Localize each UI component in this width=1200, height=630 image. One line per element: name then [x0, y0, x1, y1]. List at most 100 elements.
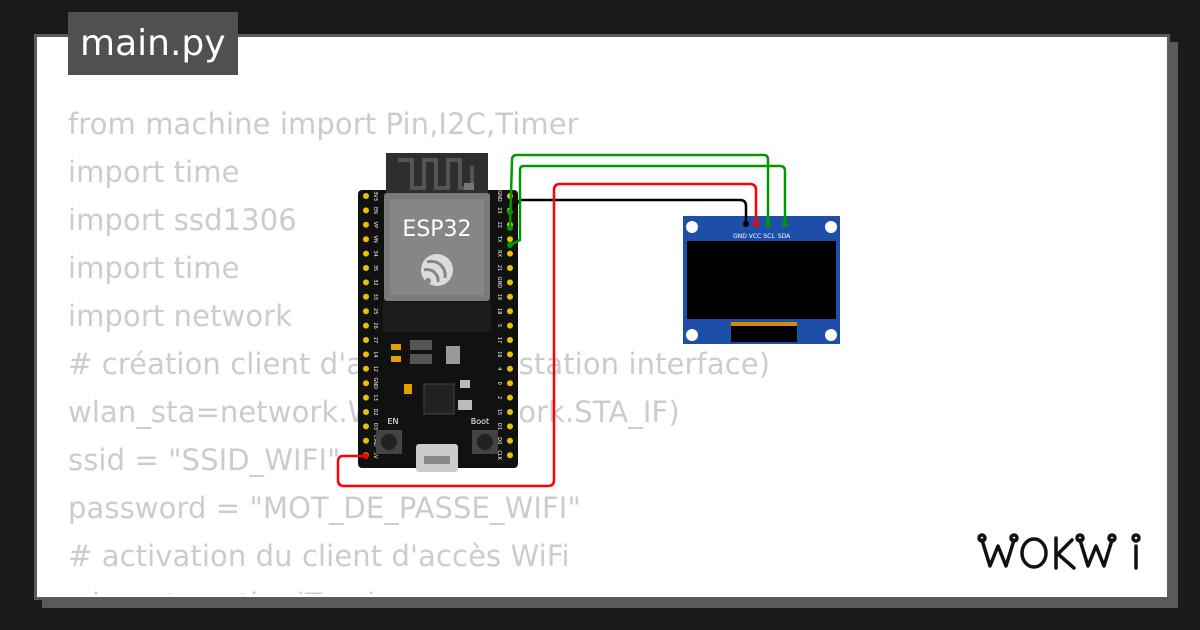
- wire-gnd: [509, 198, 748, 224]
- esp32-pin-label: CMD: [372, 435, 378, 447]
- espressif-logo-icon: [421, 254, 453, 286]
- esp32-pin-label: GND: [496, 190, 502, 202]
- esp32-pin-label: 0: [496, 382, 502, 385]
- esp32-pin-label: 19: [496, 294, 502, 300]
- esp32-pin-label: 27: [372, 337, 378, 343]
- esp32-pin-label: 32: [372, 279, 378, 285]
- esp32-pin[interactable]: [363, 279, 369, 286]
- esp32-pin-label: 15: [496, 409, 502, 415]
- esp32-pin-label: 13: [372, 394, 378, 400]
- esp32-pin-label: D0: [496, 437, 502, 444]
- esp32-pin[interactable]: [363, 265, 369, 271]
- esp32-pin[interactable]: [363, 250, 369, 257]
- esp32-pin[interactable]: [363, 322, 369, 329]
- esp32-pin-label: 5V: [372, 452, 378, 459]
- esp32-pin-label: D1: [496, 423, 502, 430]
- code-line: import time: [68, 251, 240, 285]
- file-tab-main-py[interactable]: main.py: [68, 12, 238, 75]
- esp32-pin-label: 21: [496, 265, 502, 271]
- esp32-pin-label: 23: [496, 207, 502, 213]
- esp32-pin[interactable]: [507, 409, 513, 415]
- esp32-pin[interactable]: [507, 423, 513, 430]
- esp32-pin-label: RX: [496, 250, 502, 257]
- esp32-pin-label: 25: [372, 308, 378, 314]
- esp32-pin-label: 2: [496, 396, 502, 399]
- code-line: wlan_sta.active(True): [68, 580, 770, 594]
- esp32-pin[interactable]: [507, 322, 513, 329]
- esp32-pin-label: 34: [372, 250, 378, 256]
- esp32-pin[interactable]: [363, 380, 369, 387]
- oled-pin-label: VCC: [749, 233, 761, 240]
- en-button-label: EN: [387, 417, 398, 426]
- esp32-pin[interactable]: [507, 293, 513, 300]
- esp32-pin-label: VP: [372, 222, 378, 228]
- esp32-pin-label: VN: [372, 236, 378, 243]
- esp32-pin-label: 5: [496, 324, 502, 327]
- code-line: ssid = "SSID_WIFI": [68, 443, 341, 477]
- esp32-pin[interactable]: [363, 207, 369, 214]
- wire-scl: [508, 153, 770, 229]
- esp32-pin[interactable]: [507, 308, 513, 315]
- code-line: from machine import Pin,I2C,Timer: [68, 107, 579, 141]
- esp32-pin[interactable]: [363, 351, 369, 358]
- esp32-pin-label: 17: [496, 337, 502, 343]
- esp32-pin-label: CLK: [496, 450, 502, 460]
- esp32-pin[interactable]: [363, 193, 369, 199]
- esp32-pin[interactable]: [507, 365, 513, 372]
- esp32-pin[interactable]: [507, 265, 513, 271]
- esp32-pin-label: GND: [372, 377, 378, 389]
- esp32-pin[interactable]: [507, 236, 513, 243]
- wire-vcc: [336, 182, 758, 488]
- oled-pin-label: GND: [733, 233, 747, 240]
- esp32-board[interactable]: ESP32 3V3ENVPVN343532332526271412GND13D2…: [358, 153, 518, 472]
- esp32-pin[interactable]: [507, 380, 513, 387]
- code-lines: from machine import Pin,I2C,Timer import…: [68, 100, 770, 594]
- esp32-pin-label: 12: [372, 366, 378, 372]
- esp32-pin-label: 22: [496, 222, 502, 228]
- esp32-pin-label: EN: [372, 207, 378, 214]
- esp32-pin-label: 26: [372, 322, 378, 328]
- wires: [336, 153, 788, 488]
- esp32-pin[interactable]: [363, 236, 369, 243]
- esp32-pin-label: 4: [496, 367, 502, 370]
- code-line: # activation du client d'accès WiFi: [68, 539, 570, 573]
- code-preview: from machine import Pin,I2C,Timer import…: [34, 34, 1164, 594]
- esp32-pin-label: 3V3: [372, 191, 378, 201]
- esp32-pin-label: 14: [372, 351, 378, 357]
- code-line: import network: [68, 299, 293, 333]
- esp32-pin[interactable]: [363, 337, 369, 343]
- code-line: import ssd1306: [68, 203, 297, 237]
- esp32-pin-label: 18: [496, 308, 502, 314]
- esp32-pin[interactable]: [363, 365, 369, 372]
- esp32-pin[interactable]: [507, 394, 513, 401]
- oled-pin-label: SCL: [763, 233, 775, 240]
- esp32-pin-label: 35: [372, 265, 378, 271]
- wire-sda: [509, 164, 787, 247]
- boot-button-label: Boot: [471, 417, 489, 426]
- esp32-pin[interactable]: [363, 437, 369, 444]
- oled-pin-label: SDA: [778, 233, 791, 240]
- esp32-pin-label: TX: [496, 235, 502, 243]
- esp32-pin[interactable]: [507, 250, 513, 257]
- esp32-pin[interactable]: [363, 293, 369, 300]
- esp32-pin[interactable]: [507, 437, 513, 444]
- esp32-pin[interactable]: [507, 337, 513, 343]
- esp32-pin-label: D3: [372, 423, 378, 430]
- esp32-pin[interactable]: [363, 423, 369, 430]
- esp32-pin[interactable]: [363, 308, 369, 315]
- project-card: [34, 34, 1170, 600]
- esp32-pin[interactable]: [507, 351, 513, 358]
- esp32-pin-label: 16: [496, 351, 502, 357]
- esp32-pin[interactable]: [363, 394, 369, 401]
- wokwi-logo: [977, 533, 1141, 570]
- code-line: import time: [68, 155, 240, 189]
- esp32-label: ESP32: [402, 217, 471, 242]
- code-line: password = "MOT_DE_PASSE_WIFI": [68, 491, 581, 525]
- esp32-pin[interactable]: [507, 279, 513, 286]
- esp32-pin[interactable]: [363, 221, 369, 228]
- esp32-pin[interactable]: [363, 409, 369, 415]
- esp32-pin[interactable]: [507, 452, 513, 459]
